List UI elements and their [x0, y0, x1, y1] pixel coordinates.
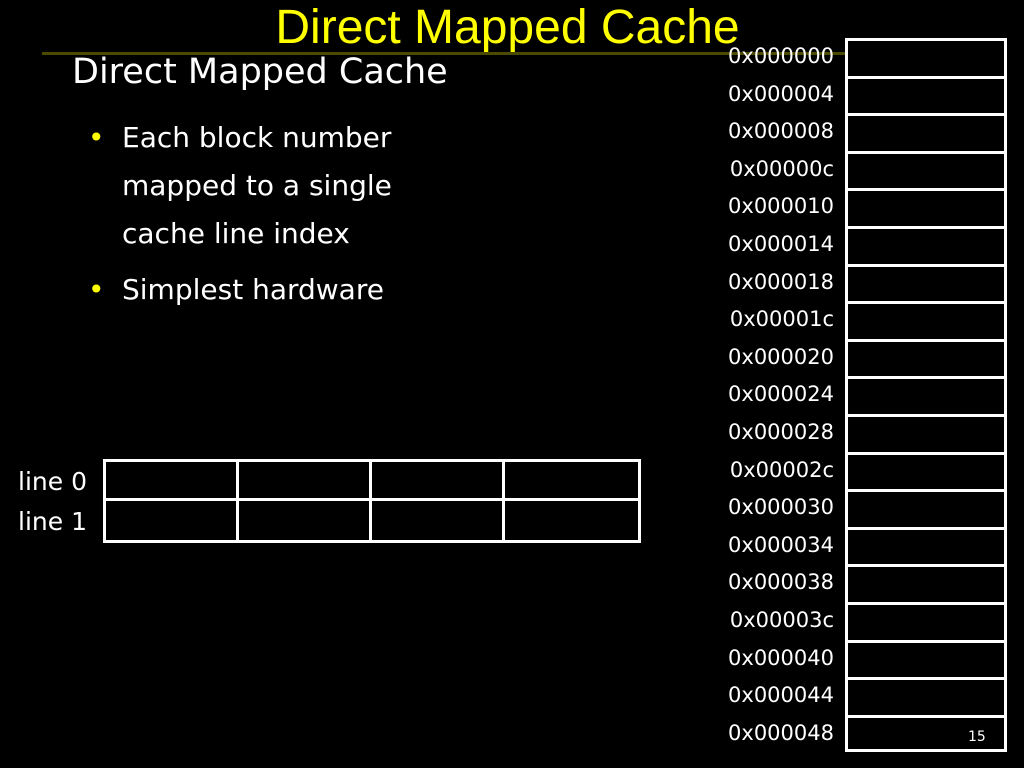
memory-address-label: 0x000018	[728, 269, 834, 294]
memory-cell	[848, 680, 1004, 718]
cache-block-cell	[372, 462, 505, 501]
memory-address-label: 0x000004	[728, 81, 834, 106]
memory-address-label: 0x000044	[728, 683, 834, 708]
memory-address-label: 0x00003c	[729, 608, 834, 632]
memory-cell	[848, 154, 1004, 192]
memory-cell	[848, 191, 1004, 229]
cache-line-label: line 1	[18, 507, 87, 536]
memory-cell	[848, 379, 1004, 417]
cache-block-cell	[106, 462, 239, 501]
cache-block-cell	[239, 462, 372, 501]
memory-cell	[848, 116, 1004, 154]
memory-cell	[848, 643, 1004, 681]
cache-block-cell	[505, 501, 638, 540]
memory-cell	[848, 417, 1004, 455]
cache-block-cell	[505, 462, 638, 501]
slide-number: 15	[968, 729, 986, 745]
cache-table	[103, 459, 641, 543]
memory-cell	[848, 304, 1004, 342]
title-underline	[42, 52, 982, 55]
memory-address-label: 0x00000c	[729, 156, 834, 181]
cache-block-cell	[372, 501, 505, 540]
memory-address-label: 0x000030	[728, 495, 834, 520]
memory-address-label: 0x000038	[728, 570, 834, 595]
bullet-icon: •	[88, 273, 105, 306]
memory-cell	[848, 567, 1004, 605]
bullet-item: • Each block number mapped to a single c…	[88, 114, 468, 258]
memory-address-label: 0x000010	[728, 194, 834, 219]
bullet-item: • Simplest hardware	[88, 266, 468, 314]
memory-cell	[848, 455, 1004, 493]
memory-address-label: 0x000008	[728, 119, 834, 144]
memory-cell	[848, 229, 1004, 267]
memory-cell	[848, 41, 1004, 79]
memory-address-label: 0x000034	[728, 532, 834, 557]
memory-address-label: 0x000014	[728, 232, 834, 256]
memory-cell	[848, 342, 1004, 380]
cache-block-cell	[239, 501, 372, 540]
cache-block-cell	[106, 501, 239, 540]
memory-column	[845, 38, 1007, 752]
memory-address-label: 0x000048	[728, 720, 834, 745]
memory-address-label: 0x000040	[728, 645, 834, 670]
memory-cell	[848, 79, 1004, 117]
bullet-list: • Each block number mapped to a single c…	[88, 114, 468, 322]
slide-title: Direct Mapped Cache	[275, 1, 740, 54]
slide-subtitle: Direct Mapped Cache	[72, 52, 448, 92]
bullet-text: Each block number mapped to a single cac…	[122, 121, 392, 250]
memory-cell	[848, 492, 1004, 530]
memory-address-label: 0x000024	[728, 382, 834, 407]
cache-line-label: line 0	[18, 467, 87, 496]
memory-cell	[848, 530, 1004, 568]
bullet-text: Simplest hardware	[122, 273, 384, 306]
memory-address-label: 0x000020	[728, 344, 834, 369]
bullet-icon: •	[88, 121, 105, 154]
memory-cell	[848, 267, 1004, 305]
memory-address-label: 0x000000	[728, 44, 834, 68]
memory-address-label: 0x00002c	[729, 457, 834, 482]
memory-address-label: 0x00001c	[729, 307, 834, 332]
memory-address-label: 0x000028	[728, 420, 834, 444]
memory-cell	[848, 605, 1004, 643]
